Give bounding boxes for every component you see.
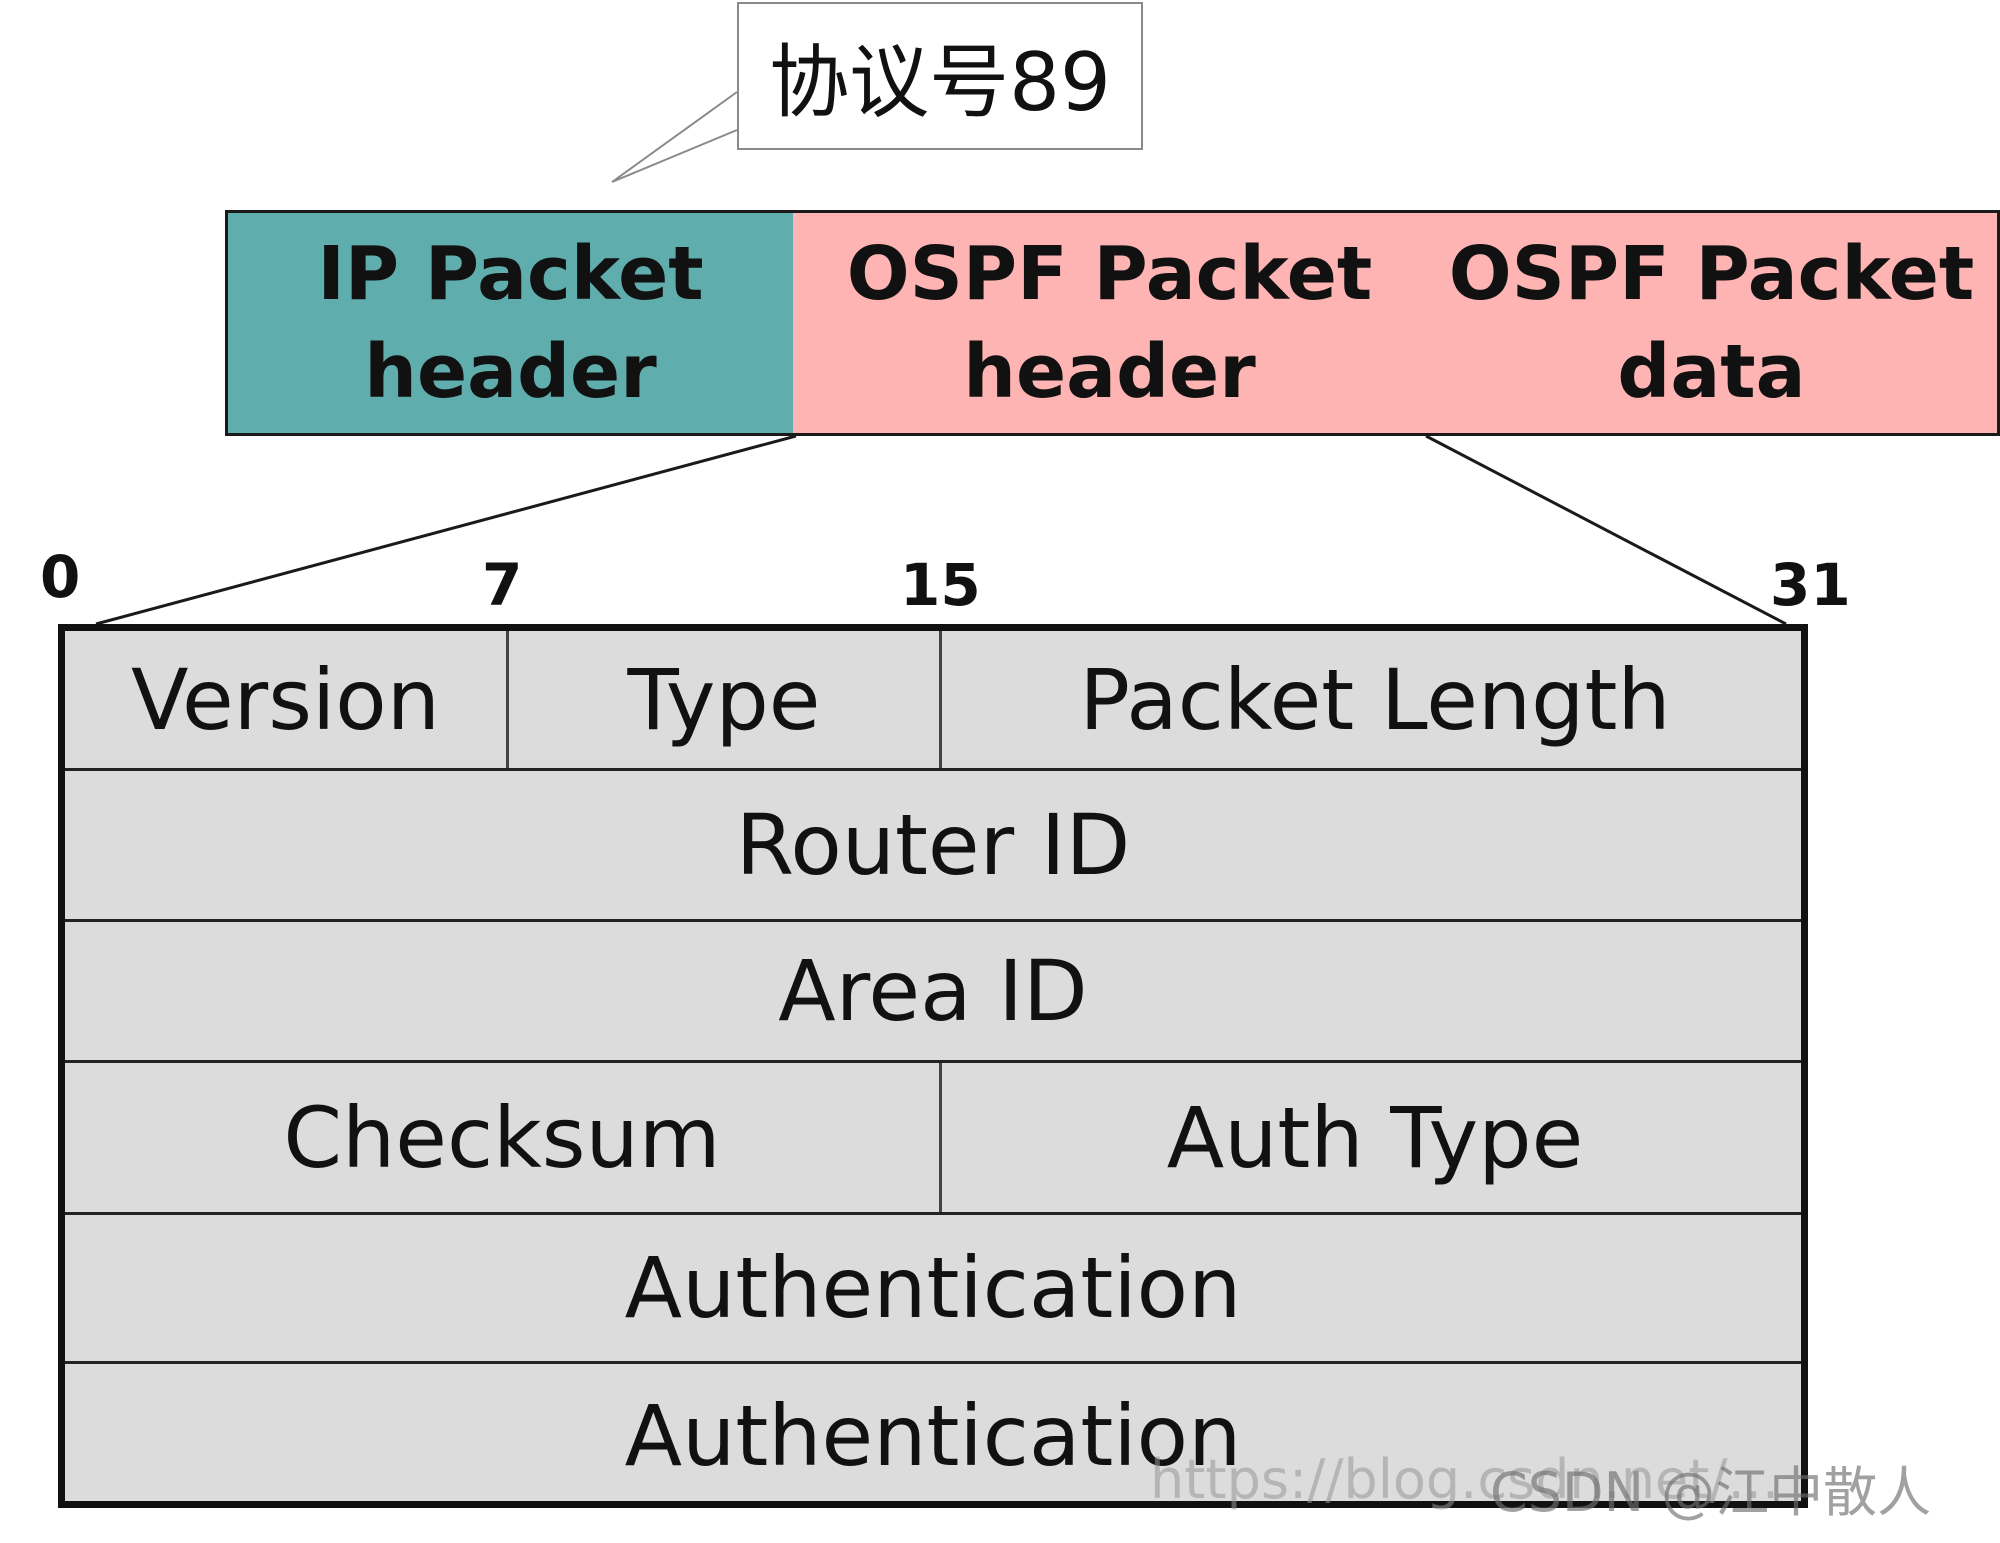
- bit-label-15: 15: [900, 551, 981, 619]
- field-router-id: Router ID: [735, 796, 1131, 894]
- bit-label-31: 31: [1770, 551, 1851, 619]
- format-row-1: Version Type Packet Length: [65, 631, 1801, 771]
- ip-header-line2: header: [364, 329, 657, 415]
- watermark-url: https://blog.csdn.net/...: [1150, 1448, 1780, 1511]
- ospf-data-line2: data: [1617, 329, 1806, 415]
- field-auth-type: Auth Type: [939, 1063, 1808, 1212]
- ospf-header-line1: OSPF Packet: [846, 231, 1373, 317]
- field-authentication-2: Authentication: [624, 1387, 1242, 1485]
- format-row-5: Authentication: [65, 1215, 1801, 1364]
- format-row-3: Area ID: [65, 922, 1801, 1063]
- ospf-packet-data-block: OSPF Packet data: [1426, 210, 2000, 436]
- protocol-number-callout: 协议号89: [737, 2, 1143, 150]
- format-row-6: Authentication: [65, 1364, 1801, 1508]
- ospf-header-format-table: Version Type Packet Length Router ID Are…: [58, 624, 1808, 1508]
- callout-pointer: [611, 91, 738, 183]
- ip-packet-header-block: IP Packet header: [225, 210, 796, 436]
- bit-label-7: 7: [482, 551, 523, 619]
- ospf-data-line1: OSPF Packet: [1448, 231, 1975, 317]
- field-authentication-1: Authentication: [624, 1239, 1242, 1337]
- ospf-packet-header-block: OSPF Packet header: [793, 210, 1429, 436]
- field-packet-length: Packet Length: [939, 631, 1808, 768]
- ospf-header-line2: header: [963, 329, 1256, 415]
- field-checksum: Checksum: [283, 1088, 721, 1187]
- field-type: Type: [506, 631, 939, 768]
- watermark-brand: CSDN @江中散人: [1490, 1461, 1932, 1524]
- zoom-line-left: [95, 434, 797, 626]
- field-area-id: Area ID: [778, 942, 1088, 1040]
- zoom-line-right: [1425, 434, 1787, 626]
- ip-header-line1: IP Packet: [317, 231, 704, 317]
- field-version: Version: [131, 650, 440, 749]
- format-row-2: Router ID: [65, 771, 1801, 922]
- format-row-4: Checksum Auth Type: [65, 1063, 1801, 1215]
- bit-label-0: 0: [40, 543, 81, 611]
